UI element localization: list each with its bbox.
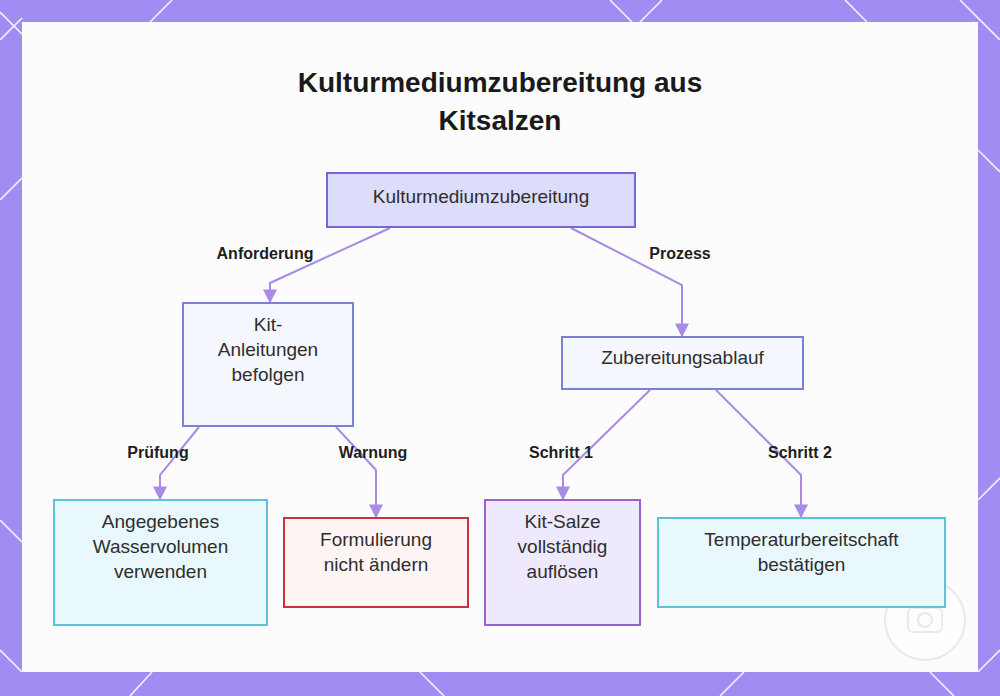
step-box: Temperaturbereitschaft bestätigen	[657, 517, 946, 608]
edge-label: Warnung	[339, 444, 408, 462]
node-label: Angegebenes Wasservolumen verwenden	[65, 509, 256, 584]
node-label: Kit-Salze vollständig auflösen	[496, 509, 629, 584]
edge-label: Schritt 1	[529, 444, 593, 462]
edge-label: Anforderung	[217, 245, 314, 263]
requirement-box: Kit-Anleitungen befolgen	[182, 302, 354, 427]
node-label: Temperaturbereitschaft bestätigen	[669, 527, 934, 577]
node-label: Formulierung nicht ändern	[305, 527, 447, 577]
node-label: Kulturmediumzubereitung	[373, 184, 590, 209]
warning-box: Formulierung nicht ändern	[283, 517, 469, 608]
connector-arrow	[160, 427, 199, 499]
edge-label: Prüfung	[127, 444, 188, 462]
node-label: Kit-Anleitungen befolgen	[214, 312, 322, 387]
step-box: Kit-Salze vollständig auflösen	[484, 499, 641, 626]
node-label: Zubereitungsablauf	[601, 345, 764, 370]
check-box: Angegebenes Wasservolumen verwenden	[53, 499, 268, 626]
connector-arrow	[336, 427, 376, 517]
connector-arrow	[571, 228, 682, 336]
root-box: Kulturmediumzubereitung	[326, 172, 636, 228]
process-box: Zubereitungsablauf	[561, 336, 804, 390]
edge-label: Schritt 2	[768, 444, 832, 462]
edge-label: Prozess	[649, 245, 710, 263]
connector-arrow	[270, 228, 390, 302]
diagram-title: Kulturmediumzubereitung aus Kitsalzen	[250, 64, 750, 140]
